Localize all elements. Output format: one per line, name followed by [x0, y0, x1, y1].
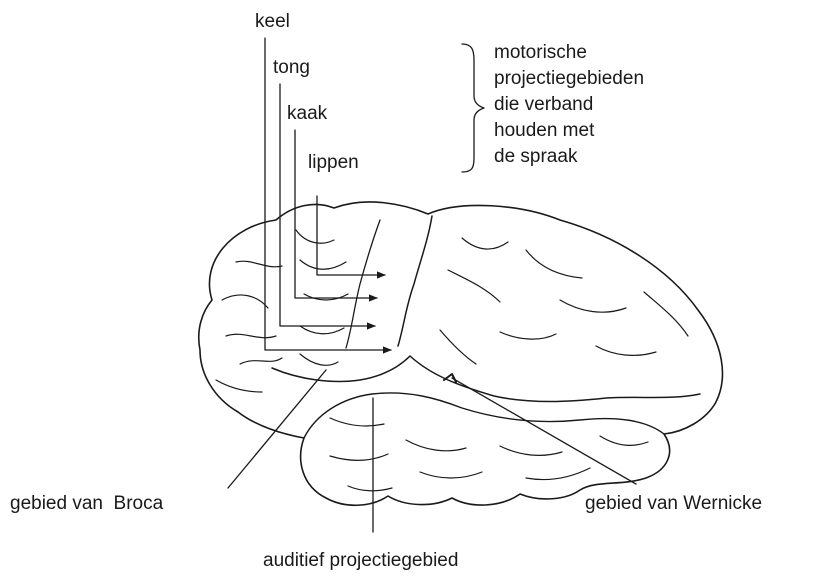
note-line: motorische [494, 40, 644, 66]
throat-leader-line [265, 38, 391, 350]
note-line: projectiegebieden [494, 66, 644, 92]
throat-label: keel [255, 10, 290, 34]
brain-outline [199, 202, 723, 505]
broca-area-label: gebied van Broca [10, 492, 163, 516]
tongue-label: tong [273, 56, 310, 80]
grouping-brace [462, 44, 484, 172]
jaw-label: kaak [287, 102, 327, 126]
motor-areas-note: motorische projectiegebieden die verband… [494, 40, 644, 170]
brain-sulci [216, 230, 688, 491]
auditory-area-label: auditief projectiegebied [263, 549, 458, 573]
broca-pointer-line [228, 370, 326, 488]
note-line: houden met [494, 118, 644, 144]
lips-label: lippen [308, 151, 359, 175]
wernicke-pointer-line [452, 378, 636, 484]
central-sulcus [398, 216, 432, 346]
note-line: de spraak [494, 144, 644, 170]
temporal-lobe-edge [304, 393, 664, 438]
speech-leader-lines [265, 38, 391, 350]
note-line: die verband [494, 92, 644, 118]
precentral-sulcus [346, 220, 380, 348]
wernicke-area-label: gebied van Wernicke [585, 492, 762, 516]
